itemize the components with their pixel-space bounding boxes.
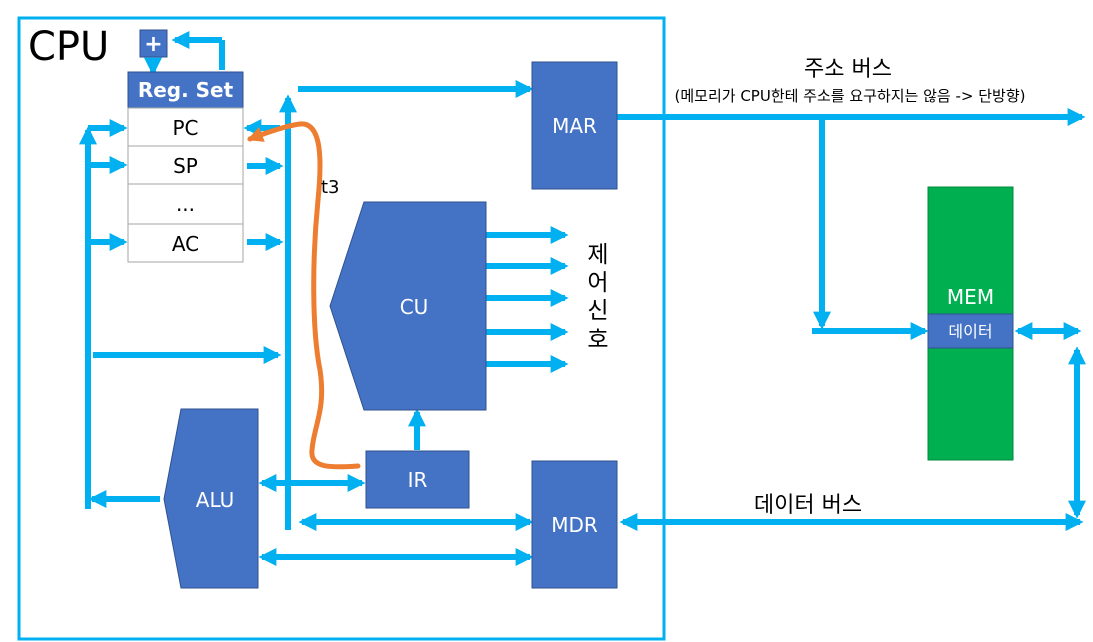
ir-label: IR <box>408 468 428 492</box>
register-set-title: Reg. Set <box>138 78 234 102</box>
register-ellipsis <box>127 183 244 225</box>
address-bus-title: 주소 버스 <box>804 57 892 82</box>
control-signal-label: 제 어 신 호 <box>587 242 608 353</box>
cpu-boundary <box>17 16 666 641</box>
increment-label: + <box>144 32 162 57</box>
control-signal-char-2: 어 <box>587 270 608 296</box>
register-set: Reg. Set PC SP ... AC <box>127 71 244 263</box>
data-bus <box>619 322 1086 531</box>
address-bus-note: (메모리가 CPU한테 주소를 요구하지는 않음 -> 단방향) <box>675 87 1026 105</box>
register-sp-label: SP <box>173 154 198 178</box>
register-ac <box>127 223 244 263</box>
mem-data-cell-label: 데이터 <box>948 322 992 341</box>
control-signal-char-4: 호 <box>587 327 608 353</box>
t3-path <box>247 121 361 470</box>
alu-label: ALU <box>196 488 234 512</box>
t3-label: t3 <box>321 177 340 198</box>
mar-label: MAR <box>552 114 597 138</box>
register-ac-label: AC <box>172 232 199 256</box>
cpu-title: CPU <box>28 24 109 70</box>
mdr-box <box>531 460 618 589</box>
address-bus <box>617 108 1086 340</box>
mem-data-cell <box>927 313 1014 349</box>
pc-increment-loop <box>144 31 225 76</box>
control-signal-char-1: 제 <box>587 242 608 268</box>
control-signal-char-3: 신 <box>587 298 608 324</box>
mar-box <box>531 61 618 190</box>
register-set-header <box>127 71 244 109</box>
mem-label: MEM <box>947 285 994 309</box>
cu-box <box>329 201 487 411</box>
data-bus-title: 데이터 버스 <box>754 493 862 518</box>
register-ellipsis-label: ... <box>176 192 195 216</box>
alu-box <box>163 408 259 589</box>
register-pc-label: PC <box>172 116 198 140</box>
ir-box <box>365 450 470 509</box>
cu-label: CU <box>400 295 429 319</box>
register-pc <box>127 107 244 147</box>
increment-box <box>139 29 168 58</box>
mdr-label: MDR <box>551 513 598 537</box>
